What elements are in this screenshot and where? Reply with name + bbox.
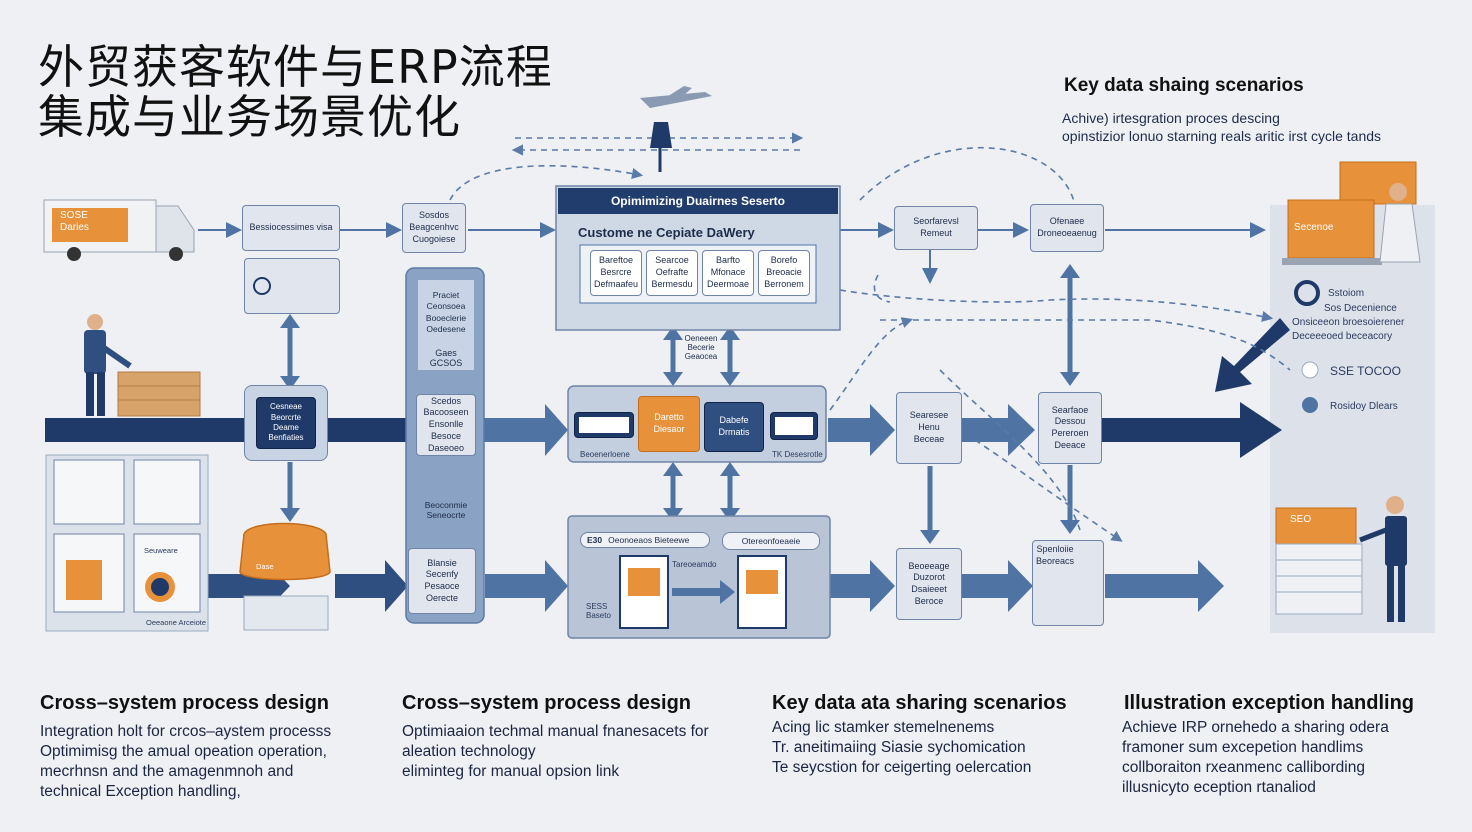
mid-orange-card: Daretto Diesaor bbox=[638, 396, 700, 452]
bag-label: Dase bbox=[256, 562, 274, 571]
column-low-text: Beoconmie Seneocrte bbox=[424, 500, 468, 520]
airplane-icon bbox=[640, 86, 712, 172]
key-data-line2: opinstizior lonuo starning reals aritic … bbox=[1062, 128, 1382, 144]
node-search-agent: Sosdos Beagcenhvc Cuogoiese bbox=[402, 203, 466, 253]
node-r4: Searfaoe Dessou Pereroen Deeace bbox=[1038, 392, 1102, 464]
key-data-heading: Key data shaing scenarios bbox=[1064, 75, 1304, 96]
businessman-illustration bbox=[1275, 496, 1407, 622]
center-card-2: Searcoe Oefrafte Bermesdu bbox=[646, 250, 698, 296]
key-data-line1: Achive) irtesgration proces descing bbox=[1062, 110, 1280, 126]
minus-circle-icon bbox=[253, 277, 271, 295]
big-diagonal-arrow bbox=[1215, 318, 1290, 392]
receipt-label: SESS Baseto bbox=[586, 602, 611, 620]
node-business-process: Bessiocessimes visa bbox=[242, 205, 340, 251]
mid-caption-left: Beoenerloene bbox=[580, 450, 630, 459]
right-item-1: Sstoiom bbox=[1328, 288, 1365, 299]
bag-icon bbox=[239, 522, 331, 581]
vertical-arrowheads bbox=[280, 264, 1080, 544]
center-card-4: Borefo Breoacie Berronem bbox=[758, 250, 810, 296]
doc-label-right: Oeeaone Arceiote bbox=[146, 618, 207, 627]
node-r2: Ofenaee Droneoeaenug bbox=[1030, 204, 1104, 252]
node-r6: Spenloiie Beoreacs bbox=[1032, 540, 1104, 626]
center-card-1: Bareftoe Besrcre Defmaafeu bbox=[590, 250, 642, 296]
right-item-6: Rosidoy Dlears bbox=[1330, 401, 1398, 412]
column-code-text: Gaes GCSOS bbox=[429, 348, 463, 368]
node-r1: Seorfarevsl Remeut bbox=[894, 206, 978, 250]
doc-label-left: Seuweare bbox=[144, 546, 178, 555]
center-below-text: Oeneeen Becerie Geaocea bbox=[684, 334, 718, 361]
bottom-text-4: Achieve IRP ornehedo a sharing odera fra… bbox=[1122, 719, 1389, 796]
mid-navy-card: Dabefe Drmatis bbox=[704, 402, 764, 452]
page-title-line2: 集成与业务场景优化 bbox=[38, 90, 461, 144]
bottom-panel-subtext: Tareoeamdo bbox=[672, 560, 717, 569]
bottom-tag-1-text: Oeonoeaos Bieteewe bbox=[608, 535, 690, 545]
bottom-text-1: Integration holt for crcos–aystem proces… bbox=[40, 723, 332, 800]
right-item-2: Sos Decenience bbox=[1324, 303, 1397, 314]
warehouse-worker-illustration bbox=[84, 314, 201, 417]
right-item-5: SSE TOCOO bbox=[1330, 364, 1401, 378]
mid-screen-left bbox=[574, 412, 634, 438]
center-panel-header: Opimimizing Duairnes Seserto bbox=[558, 188, 838, 214]
column-top-text: Praciet Ceonsoea Booeclerie Oedesene bbox=[425, 290, 467, 335]
laptop-label: Secenoe bbox=[1294, 222, 1334, 233]
delivery-truck-icon bbox=[43, 199, 195, 261]
node-column-bottom: Blansie Secenfy Pesaoce Oerecte bbox=[408, 548, 476, 614]
node-r3: Searesee Henu Beceae bbox=[896, 392, 962, 464]
bottom-heading-2: Cross–system process design bbox=[402, 692, 692, 714]
page-title-line1: 外贸获客软件与ERP流程 bbox=[38, 40, 553, 94]
center-card-3: Barfto Mfonace Deermoae bbox=[702, 250, 754, 296]
circle-icon bbox=[1294, 280, 1320, 306]
vertical-connectors bbox=[287, 275, 1073, 535]
right-item-4: Deceeeoed beceacory bbox=[1292, 331, 1393, 342]
right-item-3: Onsiceeon broesoierener bbox=[1292, 317, 1405, 328]
main-flow-lane-top bbox=[45, 402, 1282, 458]
truck-label: SOSE Daries bbox=[60, 210, 89, 233]
center-panel-subtitle: Custome ne Cepiate DaWery bbox=[578, 225, 755, 240]
mid-caption-right: TK Desesrotle bbox=[772, 450, 823, 459]
node-empty-panel bbox=[244, 258, 340, 314]
bottom-tag-code: E30 bbox=[587, 535, 603, 545]
laptop-illustration bbox=[1282, 161, 1421, 265]
node-navy-left: Cesneae Beorcrte Deame Benfiaties bbox=[256, 397, 316, 449]
bottom-text-2: Optimiaaion techmal manual fnanesacets f… bbox=[402, 723, 709, 780]
right-panel-label: SEO bbox=[1290, 514, 1312, 525]
dot-icon-filled bbox=[1302, 397, 1318, 413]
bottom-tag-2: Otereonfoeaeie bbox=[722, 532, 820, 550]
mid-screen-right bbox=[770, 412, 818, 440]
node-column-mid: Scedos Bacooseen Ensonlle Besoce Daseoeo bbox=[416, 394, 476, 456]
node-left-container: Cesneae Beorcrte Deame Benfiaties bbox=[244, 385, 328, 461]
bottom-tag-1: E30 Oeonoeaos Bieteewe bbox=[580, 532, 710, 548]
bottom-heading-1: Cross–system process design bbox=[40, 692, 330, 714]
bottom-text-3: Acing lic stamker stemelnenems Tr. aneit… bbox=[772, 719, 1032, 776]
bottom-heading-3: Key data ata sharing scenarios bbox=[772, 692, 1067, 714]
node-r5: Beoeeage Duzorot Dsaieeet Beroce bbox=[896, 548, 962, 620]
dot-icon bbox=[1301, 361, 1319, 379]
bottom-heading-4: Illustration exception handling bbox=[1124, 692, 1415, 714]
dashed-flow-curves bbox=[411, 132, 1291, 542]
top-connectors bbox=[198, 222, 1266, 284]
